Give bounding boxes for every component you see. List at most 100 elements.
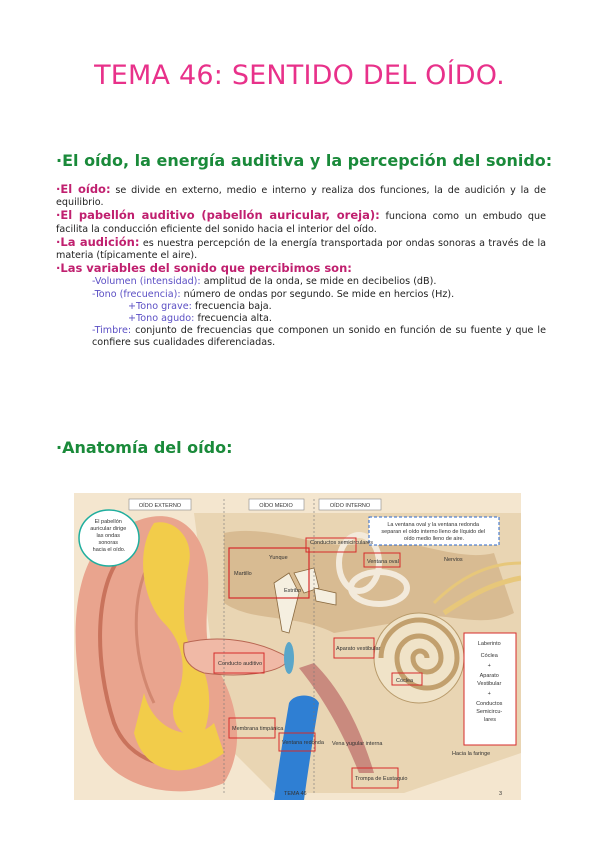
zone-box-externo [128, 498, 192, 511]
malleus [273, 572, 300, 634]
callout-ventana-text: La ventana oval y la ventana redonda sep… [381, 522, 486, 542]
zone-label-medio: OÍDO MEDIO [259, 502, 293, 509]
lower-cartilage [134, 693, 224, 771]
text-pabellon: funciona como un embudo que facilita la … [56, 211, 546, 235]
laberinto-line1: Laberinto [478, 641, 501, 647]
incus [293, 567, 320, 594]
membrana-highlight-box [228, 717, 276, 739]
label-yunque: Yunque [269, 555, 288, 561]
laberinto-line8: Semicircu- [476, 709, 502, 715]
term-tono-agudo: +Tono agudo: [128, 313, 195, 325]
callout-pabellon-line1: El pabellón [95, 519, 122, 525]
label-faringe: Hacia la faringe [452, 751, 490, 757]
ear-anatomy-illustration: OÍDO EXTERNO OÍDO MEDIO OÍDO INTERNO El … [74, 493, 521, 800]
semicircular-canal-2 [348, 569, 410, 607]
label-trompa: Trompa de Eustaquio [355, 776, 407, 782]
conducto-auditivo-highlight-box [213, 652, 265, 674]
term-timbre: -Timbre: [92, 325, 132, 337]
callout-pabellon-text: El pabellón auricular dirige las ondas s… [90, 519, 128, 553]
callout-pabellon-line3: las ondas [96, 533, 120, 539]
label-membrana: Membrana timpánica [232, 726, 284, 732]
callout-ventana-line2: separan el oído interno lleno de líquido… [381, 529, 485, 535]
text-timbre: conjunto de frecuencias que componen un … [92, 325, 546, 349]
conductos-highlight-box [305, 537, 357, 553]
callout-pabellon-line2: auricular dirige [90, 526, 126, 532]
page-title: TEMA 46: SENTIDO DEL OÍDO. [94, 60, 505, 91]
jugular-vein [274, 695, 319, 800]
laberinto-line5: Vestibular [477, 681, 501, 687]
aparato-vestibular-highlight-box [333, 637, 375, 659]
ear-anatomy-figure: OÍDO EXTERNO OÍDO MEDIO OÍDO INTERNO El … [74, 493, 521, 800]
term-oido: ·El oído: [56, 182, 111, 196]
variable-tono-agudo: +Tono agudo: frecuencia alta. [56, 313, 546, 325]
label-ventana-redonda: Ventana redonda [282, 740, 325, 746]
callout-ventana-box [368, 516, 500, 546]
figure-footer-left: TEMA 46 [284, 791, 307, 797]
term-audicion: ·La audición: [56, 234, 140, 249]
term-variables: ·Las variables del sonido que percibimos… [56, 261, 352, 276]
pinna-inner-fold [134, 562, 156, 704]
temporal-bone [224, 530, 514, 633]
laberinto-line3: + [488, 663, 491, 669]
zone-box-interno [318, 498, 382, 511]
zone-label-externo: OÍDO EXTERNO [139, 502, 182, 509]
coclea-highlight-box [391, 672, 423, 686]
callout-pabellon-bubble [78, 509, 140, 567]
callout-pabellon-line5: hacia el oído. [93, 547, 126, 553]
term-volumen: -Volumen (intensidad): [92, 276, 201, 288]
cochlea-spiral [378, 617, 460, 691]
auditory-nerve [442, 575, 521, 616]
callout-ventana-line3: oído medio lleno de aire. [404, 536, 465, 542]
ventana-oval-highlight-box [363, 552, 401, 568]
laberinto-line9: lares [484, 717, 496, 723]
eustachian-tube [299, 663, 374, 773]
paragraph-audicion: ·La audición: es nuestra percepción de l… [56, 236, 546, 262]
zone-label-interno: OÍDO INTERNO [330, 502, 371, 509]
figure-page-number: 3 [499, 791, 502, 797]
laberinto-line2: Cóclea [481, 653, 499, 659]
term-pabellon: ·El pabellón auditivo (pabellón auricula… [56, 208, 380, 223]
label-conducto-auditivo: Conducto auditivo [218, 661, 262, 667]
laberinto-line7: Conductos [476, 701, 503, 707]
zone-box-medio [248, 498, 305, 511]
ear-cartilage [143, 522, 210, 736]
vestibular-nerve [432, 561, 521, 605]
label-aparato-vestibular: Aparato vestibular [336, 646, 380, 652]
section-heading-anatomia: ·Anatomía del oído: [56, 438, 233, 457]
semicircular-canal-1 [336, 532, 382, 594]
term-tono-grave: +Tono grave: [128, 300, 192, 312]
text-tono: número de ondas por segundo. Se mide en … [180, 288, 455, 300]
ventana-redonda-highlight-box [278, 732, 316, 752]
label-ventana-oval: Ventana oval [367, 559, 399, 565]
paragraph-oido: ·El oído: se divide en externo, medio e … [56, 183, 546, 209]
label-martillo: Martillo [234, 571, 252, 577]
trompa-highlight-box [351, 767, 399, 789]
label-estribo: Estribo [284, 588, 301, 594]
text-audicion: es nuestra percepción de la energía tran… [56, 237, 547, 262]
stapes [313, 587, 337, 606]
variable-tono-grave: +Tono grave: frecuencia baja. [56, 301, 546, 313]
tympanic-membrane-shape [284, 642, 294, 674]
variable-tono: -Tono (frecuencia): número de ondas por … [56, 289, 546, 301]
label-nervios: Nervios [444, 557, 463, 563]
laberinto-box [463, 632, 517, 746]
text-tono-agudo: frecuencia alta. [194, 313, 272, 325]
text-tono-grave: frecuencia baja. [191, 300, 272, 312]
laberinto-line6: + [488, 691, 491, 697]
text-volumen: amplitud de la onda, se mide en decibeli… [200, 276, 437, 288]
paragraph-variables: ·Las variables del sonido que percibimos… [56, 262, 546, 276]
ear-canal [183, 638, 290, 676]
variable-timbre: -Timbre: conjunto de frecuencias que com… [56, 325, 546, 349]
label-vena-yugular: Vena yugular interna [332, 741, 383, 747]
laberinto-line4: Aparato [480, 673, 499, 679]
text-block-intro: ·El oído: se divide en externo, medio e … [56, 183, 546, 350]
ossicles-highlight-box [228, 547, 310, 599]
label-conductos: Conductos semicirculares [310, 540, 373, 546]
laberinto-text: Laberinto Cóclea + Aparato Vestibular + … [476, 641, 504, 723]
term-tono: -Tono (frecuencia): [92, 288, 181, 300]
paragraph-pabellon: ·El pabellón auditivo (pabellón auricula… [56, 209, 546, 235]
callout-ventana-line1: La ventana oval y la ventana redonda [387, 522, 480, 528]
section-heading-percepcion: ·El oído, la energía auditiva y la perce… [56, 151, 553, 170]
text-oido: se divide en externo, medio e interno y … [56, 185, 546, 209]
label-coclea: Cóclea [396, 678, 414, 684]
